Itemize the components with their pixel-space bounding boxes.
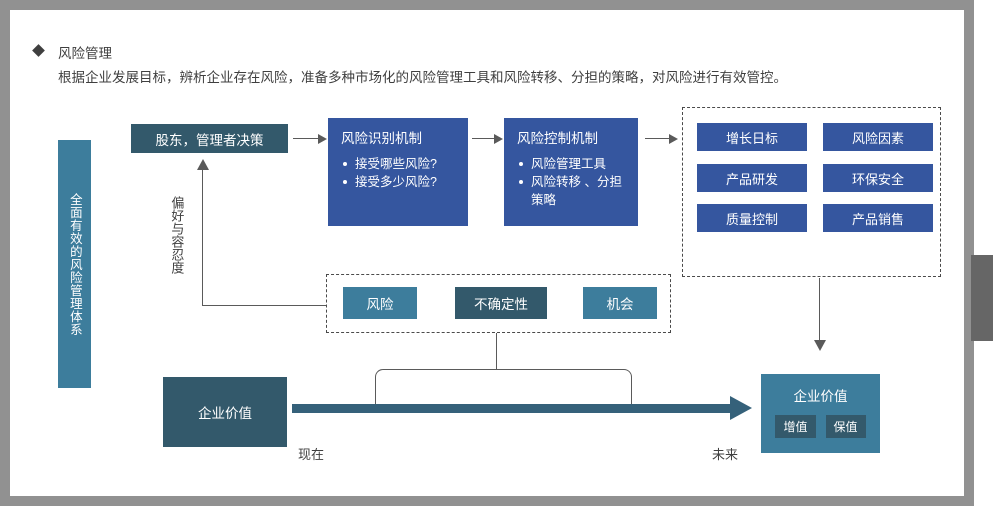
connector-control-to-objectives [645,138,671,140]
objective-box[interactable]: 增长日标 [697,123,807,151]
connector-decision-to-identification [293,138,320,140]
enterprise-value-chips: 增值 保值 [775,415,866,438]
connector-objectives-to-value [819,278,821,341]
connector-spectrum-to-bracket [496,333,498,370]
frame-border-right [964,0,974,506]
spectrum-box-risk[interactable]: 风险 [343,287,417,319]
timeline-label-future: 未来 [712,447,739,462]
objectives-group [682,107,941,277]
arrowhead-right-icon [669,133,678,144]
timeline-arrowhead-icon [730,396,752,420]
objective-label: 产品销售 [851,211,904,227]
frame-border-top [0,0,974,10]
spectrum-box-uncertainty[interactable]: 不确定性 [455,287,547,319]
objective-box[interactable]: 产品销售 [823,204,933,232]
feedback-label: 偏好与容忍度 [169,196,185,276]
diamond-bullet-icon [32,44,45,57]
value-chip-preservation[interactable]: 保值 [825,415,866,438]
feedback-label-text: 偏好与容忍度 [169,196,185,274]
objective-label: 质量控制 [725,211,778,227]
risk-control-title: 风险控制机制 [517,131,598,146]
enterprise-value-start-box[interactable]: 企业价值 [163,377,287,447]
page-title: 风险管理 [58,46,112,61]
arrowhead-right-icon [494,133,503,144]
objective-box[interactable]: 风险因素 [823,123,933,151]
objective-label: 增长日标 [725,130,778,146]
frame-border-bottom [0,496,974,506]
objective-box[interactable]: 环保安全 [823,164,933,192]
enterprise-value-end-box[interactable]: 企业价值 增值 保值 [761,374,880,453]
timeline-arrow-bar [292,404,732,413]
feedback-connector-horizontal [202,305,326,307]
arrowhead-up-icon [196,159,209,170]
spectrum-box-opportunity[interactable]: 机会 [583,287,657,319]
vertical-scrollbar-thumb[interactable] [971,255,993,341]
value-chip-appreciation[interactable]: 增值 [775,415,816,438]
decision-box-label: 股东，管理者决策 [155,132,264,148]
risk-spectrum-group [326,274,671,333]
list-item: 接受哪些风险? [341,155,437,173]
risk-control-box[interactable]: 风险控制机制 风险管理工具 风险转移 、分担策略 [504,118,638,226]
list-item: 风险管理工具 [517,155,628,173]
objective-label: 产品研发 [725,171,778,187]
objective-label: 风险因素 [851,130,904,146]
timeline-bracket [375,369,632,405]
page-subtitle: 根据企业发展目标，辨析企业存在风险，准备多种市场化的风险管理工具和风险转移、分担… [58,70,787,85]
risk-identification-title: 风险识别机制 [341,131,422,146]
risk-identification-list: 接受哪些风险? 接受多少风险? [341,155,437,191]
connector-identification-to-control [472,138,496,140]
objective-label: 环保安全 [851,171,904,187]
enterprise-value-start-label: 企业价值 [198,406,252,421]
decision-box[interactable]: 股东，管理者决策 [131,124,288,153]
enterprise-value-end-label: 企业价值 [793,389,848,404]
timeline-label-present: 现在 [298,447,325,462]
objective-box[interactable]: 产品研发 [697,164,807,192]
objective-box[interactable]: 质量控制 [697,204,807,232]
spectrum-label: 风险 [366,297,394,312]
feedback-connector-vertical [202,170,204,306]
list-item: 风险转移 、分担策略 [517,173,628,209]
spectrum-label: 机会 [606,297,634,312]
risk-identification-box[interactable]: 风险识别机制 接受哪些风险? 接受多少风险? [328,118,468,226]
side-band: 全面有效的风险管理体系 [58,140,91,388]
arrowhead-right-icon [318,133,327,144]
frame-border-left [0,0,10,506]
risk-control-list: 风险管理工具 风险转移 、分担策略 [517,155,628,209]
arrowhead-down-icon [813,340,826,351]
spectrum-label: 不确定性 [474,297,528,312]
side-band-label: 全面有效的风险管理体系 [67,192,82,336]
list-item: 接受多少风险? [341,173,437,191]
